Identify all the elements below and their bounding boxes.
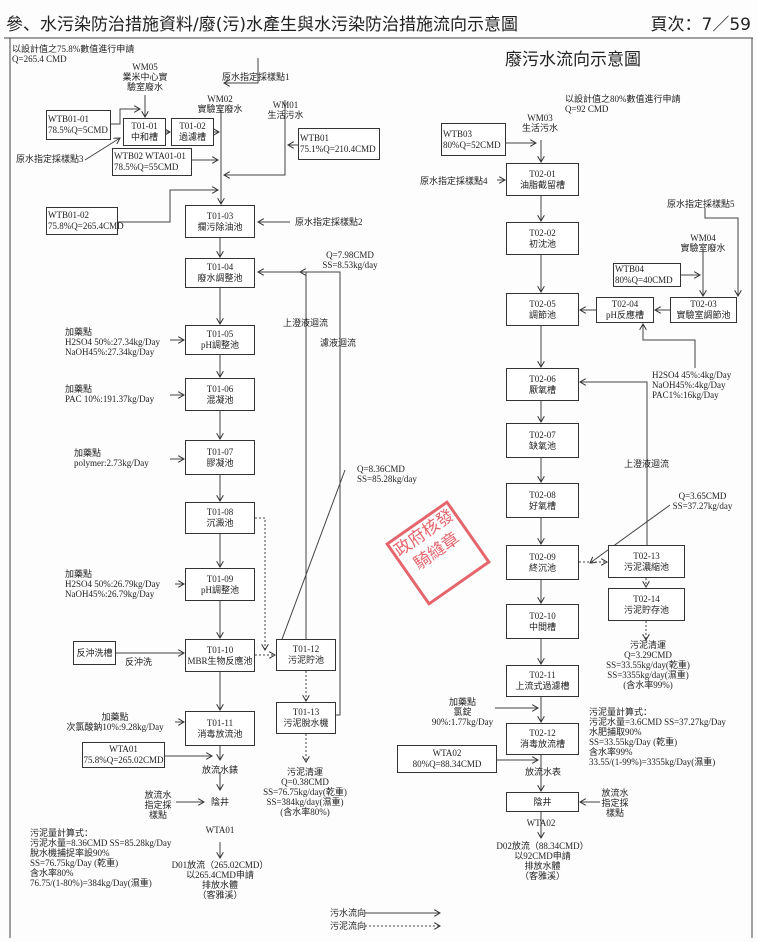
t01-01-box: T01-01 中和槽	[123, 118, 166, 146]
sample-point-5: 原水指定採樣點5	[667, 199, 735, 209]
left-sludge-removal: 污泥清運 Q=0.38CMD SS=76.75kg/day(乾重) SS=384…	[263, 767, 347, 817]
legend-sludge-flow: 污泥流向	[330, 921, 367, 931]
wm05-label: WM05 業米中心實 驗室廢水	[122, 62, 168, 92]
dosing-point-1: 加藥點 H2SO4 50%:27.34kg/Day NaOH45%:27.34k…	[65, 327, 160, 357]
t01-02-box: T01-02 過濾槽	[171, 118, 214, 146]
t01-13-box: T01-13 污泥脫水機	[276, 702, 336, 734]
wtb01-box: WTB01 75.1%Q=210.4CMD	[298, 128, 380, 160]
wta02-label: WTA02	[526, 818, 556, 828]
wtb02-box: WTB02 WTA01-01 78.5%Q=55CMD	[112, 148, 192, 176]
supernatant-return-label: 上澄液迴流	[283, 318, 329, 328]
t02-11-box: T02-11 上流式過濾槽	[506, 665, 579, 697]
t01-09-box: T01-09 pH調整池	[185, 568, 255, 601]
header-title: 參、水污染防治措施資料/廢(污)水產生與水污染防治措施流向示意圖	[6, 15, 518, 35]
wtb03-box: WTB03 80%Q=52CMD	[441, 123, 506, 156]
right-outlet-sample-point: 放流水 指定採 樣點	[601, 788, 629, 818]
left-sludge-calc: 污泥量計算式： 污泥水量=8.36CMD SS=85.28kg/Day 脫水機捕…	[30, 828, 172, 888]
right-sludge-flow-q: Q=3.65CMD SS=37.27kg/day	[672, 491, 733, 511]
t01-10-box: T01-10 MBR生物反應池	[185, 639, 255, 672]
t01-07-box: T01-07 膠凝池	[185, 440, 255, 475]
left-flow-meter: 放流水錶	[201, 765, 238, 775]
wta02-box: WTA02 80%Q=88.34CMD	[397, 745, 497, 773]
t01-11-box: T01-11 消毒放流池	[185, 711, 255, 746]
right-dosing-chemicals: H2SO4 45%:4kg/Day NaOH45%:4kg/Day PAC1%:…	[652, 370, 732, 400]
left-design-note: 以設計值之75.8%數值進行申請 Q=265.4 CMD	[12, 44, 135, 64]
dosing-point-5: 加藥點 次氯酸鈉10%:9.28kg/Day	[66, 712, 164, 732]
left-manhole: 陰井	[210, 797, 229, 807]
filtrate-return-label: 濾液迴流	[320, 338, 357, 348]
t01-06-box: T01-06 混凝池	[185, 378, 255, 411]
return-flow-q: Q=7.98CMD SS=8.53kg/day	[322, 250, 378, 270]
t02-09-box: T02-09 終沉池	[506, 545, 579, 580]
backwash-label: 反沖洗	[125, 657, 153, 667]
t01-05-box: T01-05 pH調整池	[185, 325, 255, 355]
dosing-point-4: 加藥點 H2SO4 50%:26.79kg/Day NaOH45%:26.79k…	[65, 569, 160, 599]
wta01-box: WTA01 75.8%Q=265.02CMD	[82, 742, 165, 768]
sample-point-2: 原水指定採樣點2	[295, 217, 363, 227]
t02-14-box: T02-14 污泥貯存池	[608, 588, 685, 621]
wm02-label: WM02 實驗室廢水	[197, 94, 243, 114]
wm03-label: WM03 生活污水	[521, 113, 558, 133]
page-number: 頁次：7／59	[650, 15, 751, 35]
d02-discharge: D02放流（88.34CMD） 以92CMD申請 排放水體 （客雅溪）	[496, 841, 589, 881]
t01-04-box: T01-04 廢水調整池	[185, 258, 255, 288]
right-supernatant-return: 上澄液迴流	[624, 459, 670, 469]
t02-01-box: T02-01 油脂截留槽	[506, 163, 579, 196]
backwash-tank-box: 反沖洗槽	[73, 641, 116, 665]
sample-point-4: 原水指定採樣點4	[420, 176, 488, 186]
right-dosing-chlorine: 加藥點 氯錠90%:1.77kg/Day	[431, 697, 494, 727]
t02-04-box: T02-04 pH反應槽	[596, 297, 654, 323]
dosing-point-2: 加藥點 PAC 10%:191.37kg/Day	[65, 384, 155, 404]
wtb01-01-box: WTB01-01 78.5%Q=5CMD	[46, 110, 111, 140]
legend-sewage-flow: 污水流向	[330, 908, 367, 918]
t02-13-box: T02-13 污泥濃縮池	[608, 545, 685, 578]
t02-07-box: T02-07 缺氧池	[506, 423, 579, 458]
t01-12-box: T01-12 污泥貯池	[276, 639, 336, 671]
t02-02-box: T02-02 初沈池	[506, 222, 579, 255]
wtb01-02-box: WTB01-02 75.8%Q=265.4CMD	[46, 207, 124, 235]
right-sludge-removal: 污泥清運 Q=3.29CMD SS=33.55kg/day(乾重) SS=335…	[606, 640, 690, 690]
left-outlet-sample-point: 放流水 指定採 樣點	[144, 790, 172, 820]
wta01-label: WTA01	[205, 825, 235, 835]
right-design-note: 以設計值之80%數值進行申請 Q=92 CMD	[565, 94, 681, 114]
d01-discharge: D01放流（265.02CMD） 以265.4CMD申請 排放水體 （客雅溪）	[171, 860, 269, 900]
wm01-label: WM01 生活污水	[267, 100, 304, 120]
wm04-label: WM04 實驗室廢水	[680, 233, 726, 253]
sludge-flow-q: Q=8.36CMD SS=85.28kg/day	[357, 464, 417, 484]
t01-03-box: T01-03 攔污除油池	[185, 205, 255, 238]
t02-06-box: T02-06 厭氧槽	[506, 368, 579, 401]
t02-05-box: T02-05 調節池	[506, 293, 579, 326]
t02-12-box: T02-12 消毒放流槽	[506, 723, 579, 755]
t01-08-box: T01-08 沉澱池	[185, 502, 255, 534]
t02-10-box: T02-10 中間槽	[506, 604, 579, 639]
sample-point-1: 原水指定採樣點1	[222, 72, 290, 82]
t02-08-box: T02-08 好氧槽	[506, 483, 579, 518]
diagram-title: 廢污水流向示意圖	[505, 50, 641, 70]
t02-03-box: T02-03 實驗室調節池	[670, 297, 737, 323]
sample-point-3: 原水指定採樣點3	[16, 154, 84, 164]
right-flow-meter: 放流水表	[524, 767, 561, 777]
dosing-point-3: 加藥點 polymer:2.73kg/Day	[74, 448, 149, 468]
wtb04-box: WTB04 80%Q=40CMD	[613, 263, 681, 287]
right-manhole-box: 陰井	[506, 792, 579, 812]
right-sludge-calc: 污泥量計算式： 污泥水量=3.6CMD SS=37.27kg/Day 水肥捕取9…	[589, 707, 726, 767]
